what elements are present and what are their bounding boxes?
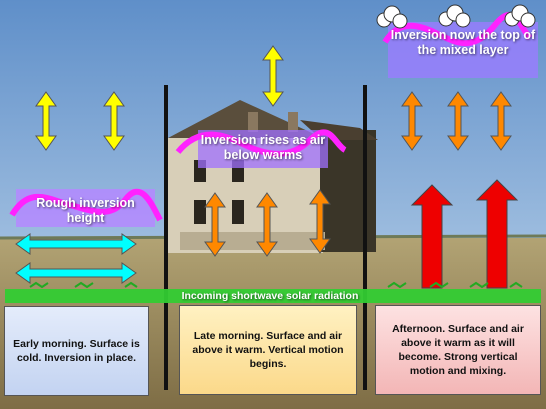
double-arrow-icon — [490, 91, 512, 151]
solar-radiation-label: Incoming shortwave solar radiation — [181, 290, 359, 302]
panel-early-morning: Early morning. Surface is cold. Inversio… — [4, 306, 149, 396]
double-arrow-icon — [262, 45, 284, 107]
inversion-line-late — [175, 129, 347, 157]
inversion-line-early — [9, 188, 163, 222]
double-arrow-icon — [401, 91, 423, 151]
upward-arrow-icon — [475, 179, 519, 289]
solar-radiation-band — [5, 289, 541, 303]
double-arrow-icon — [309, 189, 331, 254]
inversion-top-label: Inversion now the top of the mixed layer — [390, 28, 536, 57]
rough-inversion-label: Rough inversion height — [36, 196, 135, 225]
double-arrow-icon — [35, 91, 57, 151]
cloud-icon — [504, 4, 536, 28]
panel-afternoon: Afternoon. Surface and air above it warm… — [375, 305, 541, 395]
horizontal-arrow-icon — [15, 262, 137, 284]
double-arrow-icon — [447, 91, 469, 151]
double-arrow-icon — [256, 192, 278, 257]
inversion-top-box — [388, 22, 538, 78]
panel-late-morning: Late morning. Surface and air above it w… — [179, 305, 357, 395]
horizontal-arrow-icon — [15, 233, 137, 255]
divider-right — [363, 85, 367, 390]
cloud-icon — [438, 4, 471, 28]
double-arrow-icon — [204, 192, 226, 257]
divider-left — [164, 85, 168, 390]
inversion-rises-label: Inversion rises as air below warms — [200, 133, 326, 162]
cloud-icon — [376, 5, 408, 29]
upward-arrow-icon — [410, 184, 454, 289]
double-arrow-icon — [103, 91, 125, 151]
